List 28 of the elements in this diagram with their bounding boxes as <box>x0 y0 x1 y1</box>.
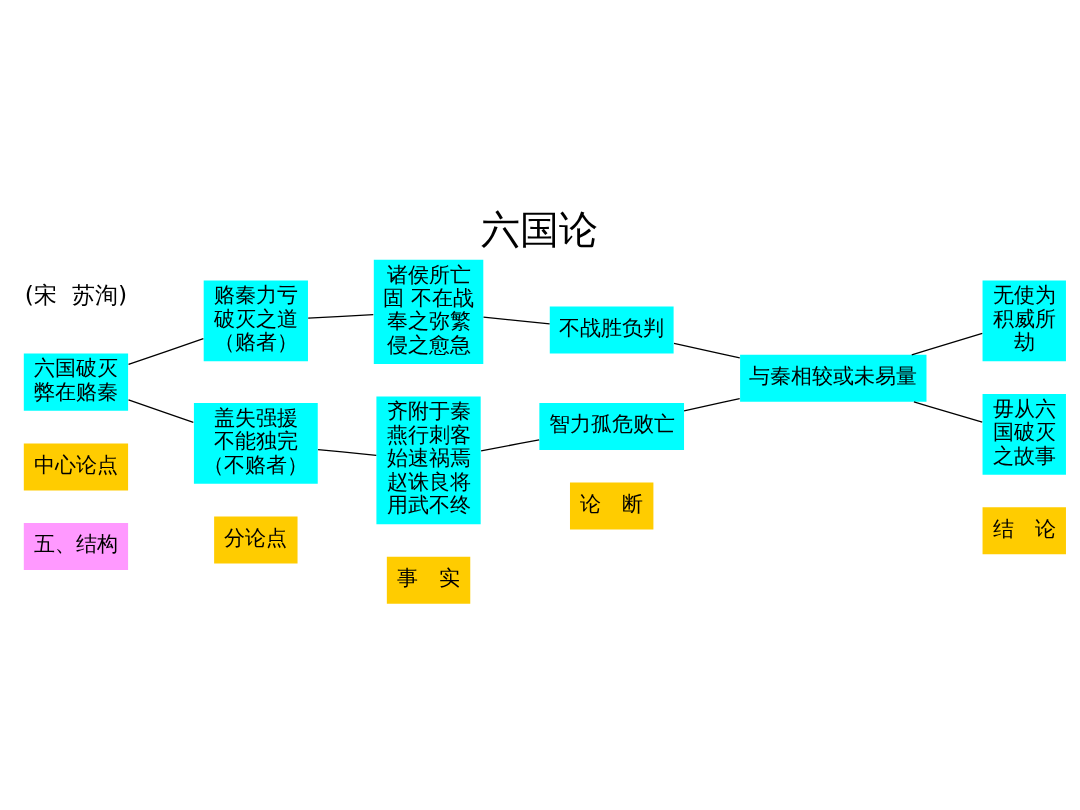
node-box: 无使为 积威所 劫 <box>982 280 1066 362</box>
label: (宋 苏洵) <box>24 281 128 310</box>
node-box: 论 断 <box>570 482 654 530</box>
connector <box>307 314 374 319</box>
connector <box>127 337 204 366</box>
node-box: 事 实 <box>386 556 471 604</box>
diagram-title: 六国论 <box>481 206 599 252</box>
connector <box>127 399 194 423</box>
connector <box>480 439 540 452</box>
node-box: 与秦相较或未易量 <box>740 354 927 402</box>
node-box: 六国破灭 弊在赂秦 <box>23 353 129 411</box>
node-box: 毋从六 国破灭 之故事 <box>982 393 1066 475</box>
node-box: 不战胜负判 <box>549 306 674 354</box>
connector <box>482 316 551 325</box>
node-box: 齐附于秦 燕行刺客 始速祸焉 赵诛良将 用武不终 <box>376 396 481 525</box>
connector <box>913 401 983 423</box>
node-box: 赂秦力亏 破灭之道 （赂者） <box>203 280 308 362</box>
node-box: 分论点 <box>214 516 298 564</box>
node-box: 五、结构 <box>23 522 129 570</box>
node-box: 诸侯所亡 固 不在战 奉之弥繁 侵之愈急 <box>373 259 484 364</box>
node-box: 盖失强援 不能独完 （不赂者） <box>193 403 318 484</box>
node-box: 中心论点 <box>23 443 129 491</box>
connector <box>673 342 741 359</box>
connector <box>683 397 741 412</box>
node-box: 结 论 <box>982 507 1066 555</box>
connector <box>317 448 377 456</box>
connector <box>911 332 983 356</box>
node-box: 智力孤危败亡 <box>539 403 685 450</box>
